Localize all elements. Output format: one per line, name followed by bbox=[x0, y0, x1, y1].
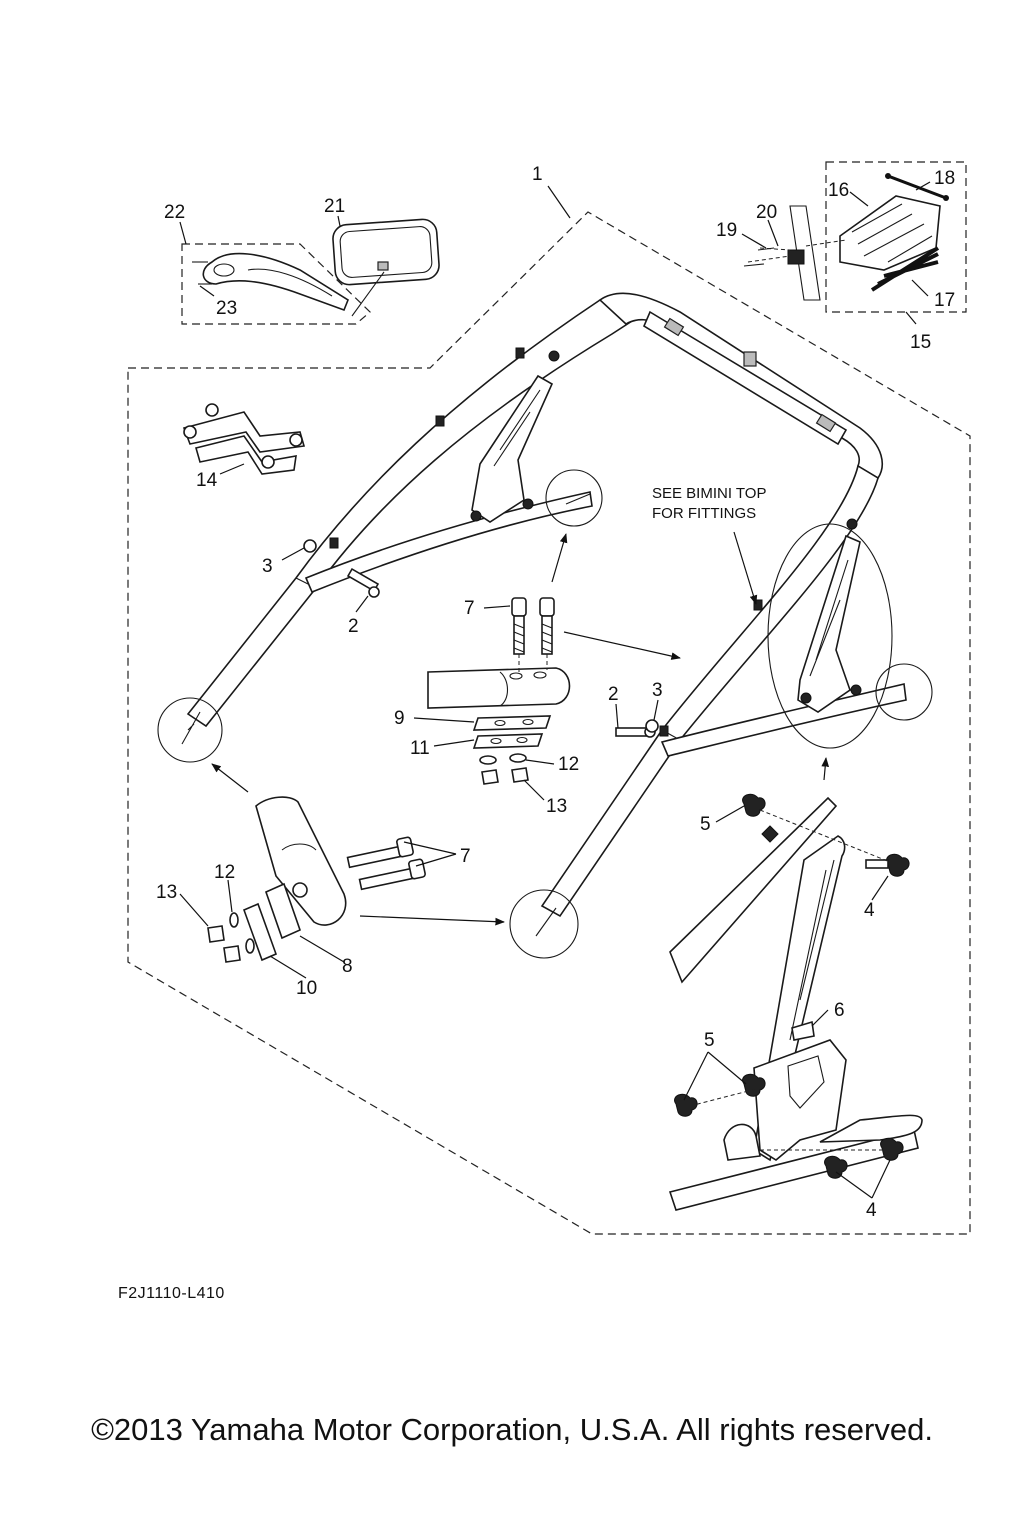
callout-12b: 12 bbox=[214, 862, 235, 883]
washers-12-lower bbox=[229, 912, 255, 954]
plate-9 bbox=[472, 715, 552, 731]
callout-12a: 12 bbox=[558, 754, 579, 775]
callout-6: 6 bbox=[834, 1000, 845, 1021]
plate-10 bbox=[242, 902, 278, 962]
callout-13b: 13 bbox=[156, 882, 177, 903]
callout-19: 19 bbox=[716, 220, 737, 241]
callout-3a: 3 bbox=[262, 556, 273, 577]
callout-5a: 5 bbox=[700, 814, 711, 835]
mirror-bracket-outline bbox=[181, 243, 371, 325]
bimini-note-line-2: FOR FITTINGS bbox=[652, 505, 756, 522]
callout-2a: 2 bbox=[348, 616, 359, 637]
washer-3-right bbox=[645, 719, 659, 733]
copyright-notice: ©2013 Yamaha Motor Corporation, U.S.A. A… bbox=[91, 1412, 933, 1447]
washers-nuts-center bbox=[479, 753, 529, 785]
callout-18: 18 bbox=[934, 168, 955, 189]
leader-lines bbox=[179, 181, 931, 1199]
callout-3b: 3 bbox=[652, 680, 663, 701]
callout-4b: 4 bbox=[866, 1200, 877, 1221]
callout-20: 20 bbox=[756, 202, 777, 223]
callout-8: 8 bbox=[342, 956, 353, 977]
callout-10: 10 bbox=[296, 978, 317, 999]
detail-circle-right-rail-end bbox=[875, 663, 933, 721]
arrows bbox=[211, 531, 830, 926]
diagram-code: F2J1110-L410 bbox=[118, 1285, 225, 1302]
callout-15: 15 bbox=[910, 332, 931, 353]
callout-9: 9 bbox=[394, 708, 405, 729]
callout-4a: 4 bbox=[864, 900, 875, 921]
detail-circle-left-rail-end bbox=[545, 469, 603, 527]
assembly-leader-1 bbox=[547, 185, 571, 219]
callout-2b: 2 bbox=[608, 684, 619, 705]
callout-17: 17 bbox=[934, 290, 955, 311]
rear-view-mirror bbox=[332, 218, 440, 317]
nuts-13-lower bbox=[207, 925, 241, 963]
bolts-7-center bbox=[511, 597, 555, 655]
board-rack-outline bbox=[825, 161, 967, 313]
bolts-7-lower bbox=[346, 836, 426, 891]
callout-7a: 7 bbox=[464, 598, 475, 619]
callout-5b: 5 bbox=[704, 1030, 715, 1051]
plate-11 bbox=[472, 733, 544, 749]
callout-22: 22 bbox=[164, 202, 185, 223]
washer-3-left bbox=[303, 539, 317, 553]
detail-circle-left-tube-end bbox=[157, 697, 223, 763]
callout-7b: 7 bbox=[460, 846, 471, 867]
callout-16: 16 bbox=[828, 180, 849, 201]
callout-1: 1 bbox=[532, 164, 543, 185]
detail-ellipse-right-mount bbox=[767, 523, 893, 749]
rail-section-center bbox=[427, 667, 571, 709]
callout-13a: 13 bbox=[546, 796, 567, 817]
clamp-part-14 bbox=[182, 403, 306, 475]
mirror-bracket bbox=[192, 252, 349, 312]
callout-14: 14 bbox=[196, 470, 218, 491]
callout-23: 23 bbox=[216, 298, 237, 319]
screw-2-left bbox=[346, 567, 380, 598]
tube-section-lower-left bbox=[255, 796, 347, 926]
callout-21: 21 bbox=[324, 196, 345, 217]
assembly-outline bbox=[127, 211, 971, 1235]
callout-11: 11 bbox=[410, 738, 430, 759]
bimini-note-line-1: SEE BIMINI TOP bbox=[652, 485, 766, 502]
tower-frame bbox=[186, 292, 907, 918]
callout-labels: 1 22 21 23 18 16 20 19 17 15 14 3 2 7 9 … bbox=[156, 164, 955, 1221]
bimini-bracket-6 bbox=[668, 1020, 923, 1211]
board-rack bbox=[743, 173, 949, 301]
detail-circle-right-tube-end bbox=[509, 889, 579, 959]
plate-8 bbox=[265, 882, 301, 940]
